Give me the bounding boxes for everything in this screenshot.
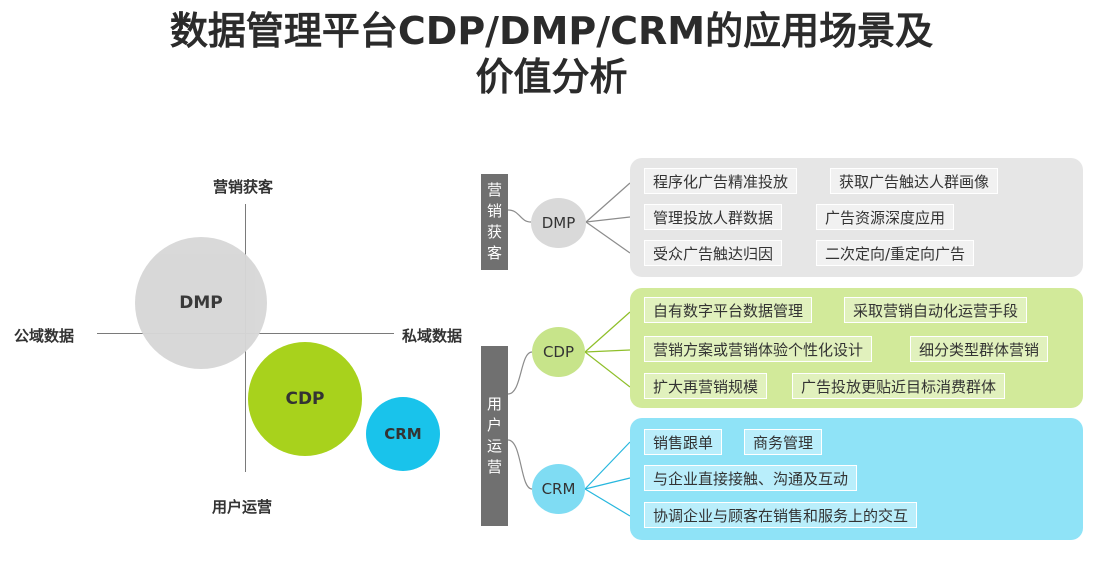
dmp-panel: 程序化广告精准投放 获取广告触达人群画像 管理投放人群数据 广告资源深度应用 受…: [630, 158, 1083, 277]
cdp-item: 采取营销自动化运营手段: [844, 297, 1028, 323]
crm-item: 商务管理: [744, 429, 823, 455]
crm-circle: CRM: [366, 397, 440, 471]
crm-item: 协调企业与顾客在销售和服务上的交互: [644, 502, 918, 528]
dmp-item: 程序化广告精准投放: [644, 168, 798, 194]
dmp-circle: DMP: [135, 237, 267, 369]
group2-char: 户: [486, 416, 502, 434]
axis-label-right: 私域数据: [402, 327, 463, 345]
dmp-circle-label: DMP: [179, 293, 223, 313]
group1-char: 销: [486, 202, 502, 220]
cdp-item: 自有数字平台数据管理: [644, 297, 813, 323]
link-crm-bottom: [584, 488, 631, 517]
crm-node-label: CRM: [541, 480, 576, 498]
group2-char: 运: [486, 437, 502, 455]
cdp-node: CDP: [532, 327, 585, 377]
cdp-panel: 自有数字平台数据管理 采取营销自动化运营手段 营销方案或营销体验个性化设计 细分…: [630, 288, 1083, 408]
cdp-circle: CDP: [248, 342, 362, 456]
cdp-circle-label: CDP: [285, 389, 325, 409]
crm-item: 销售跟单: [644, 429, 723, 455]
link-dmp-top: [585, 182, 631, 223]
axis-label-top: 营销获客: [213, 178, 274, 196]
dmp-item: 获取广告触达人群画像: [830, 168, 999, 194]
crm-item: 与企业直接接触、沟通及互动: [644, 465, 858, 491]
link-bar2-crm: [507, 439, 533, 490]
link-crm-mid: [584, 477, 631, 490]
group1-char: 营: [486, 181, 502, 199]
cdp-item: 细分类型群体营销: [910, 336, 1049, 362]
group1-char: 获: [486, 223, 502, 241]
cdp-item: 营销方案或营销体验个性化设计: [644, 336, 873, 362]
link-dmp-mid: [585, 216, 631, 223]
dmp-item: 二次定向/重定向广告: [816, 240, 975, 266]
dmp-item: 管理投放人群数据: [644, 204, 783, 230]
group2-char: 用: [486, 395, 502, 413]
crm-panel: 销售跟单 商务管理 与企业直接接触、沟通及互动 协调企业与顾客在销售和服务上的交…: [630, 418, 1083, 540]
group-bar-marketing: 营 销 获 客: [481, 174, 508, 270]
cdp-item: 广告投放更贴近目标消费群体: [792, 373, 1006, 399]
axis-label-bottom: 用户运营: [212, 498, 273, 516]
cdp-node-label: CDP: [542, 343, 575, 361]
dmp-item: 广告资源深度应用: [816, 204, 955, 230]
cdp-item: 扩大再营销规模: [644, 373, 768, 399]
page-title-line1: 数据管理平台CDP/DMP/CRM的应用场景及: [169, 9, 934, 53]
dmp-item: 受众广告触达归因: [644, 240, 783, 266]
link-bar1-dmp: [507, 209, 532, 223]
group2-char: 营: [486, 458, 502, 476]
dmp-node-label: DMP: [541, 214, 576, 232]
link-dmp-bottom: [585, 221, 631, 254]
link-crm-top: [584, 441, 631, 490]
link-cdp-top: [584, 311, 631, 353]
axis-label-left: 公域数据: [14, 327, 75, 345]
link-bar2-cdp: [507, 351, 533, 395]
page-title-line2: 价值分析: [475, 55, 628, 99]
group-bar-user-ops: 用 户 运 营: [481, 346, 508, 526]
dmp-node: DMP: [531, 198, 586, 248]
group1-char: 客: [486, 244, 502, 262]
link-cdp-mid: [584, 349, 631, 353]
crm-circle-label: CRM: [384, 425, 422, 443]
crm-node: CRM: [532, 464, 585, 514]
link-cdp-bottom: [584, 351, 631, 388]
